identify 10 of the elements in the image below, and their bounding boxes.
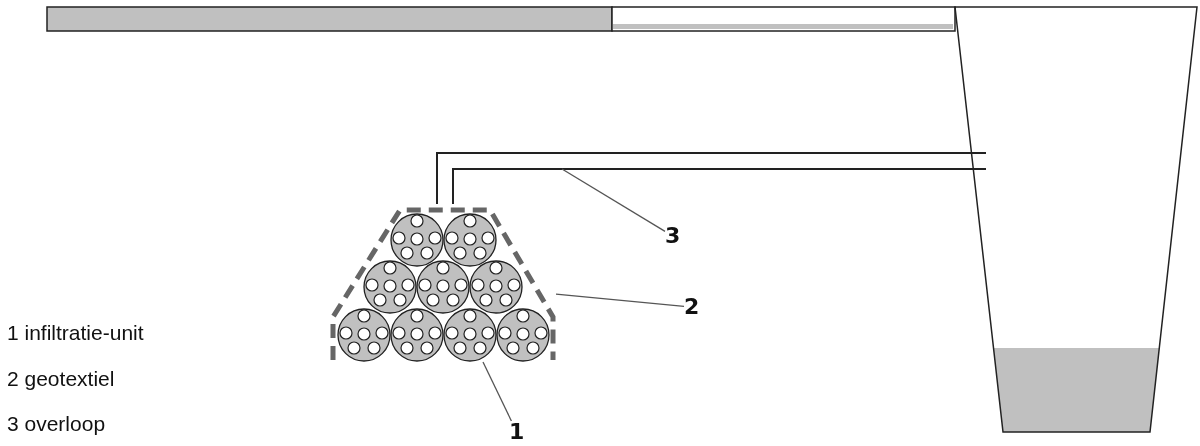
key-text: 2 geotextiel [7,366,115,392]
infiltration-unit [443,308,497,362]
callout-number: 1 [509,421,525,443]
callout-number: 3 [665,225,681,247]
key-text: 3 overloop [7,411,106,437]
callout-number: 2 [684,296,700,318]
leader-line [482,361,513,422]
leader-line [561,168,666,233]
leader-line [555,293,685,307]
key-text: 1 infiltratie-unit [7,320,144,346]
